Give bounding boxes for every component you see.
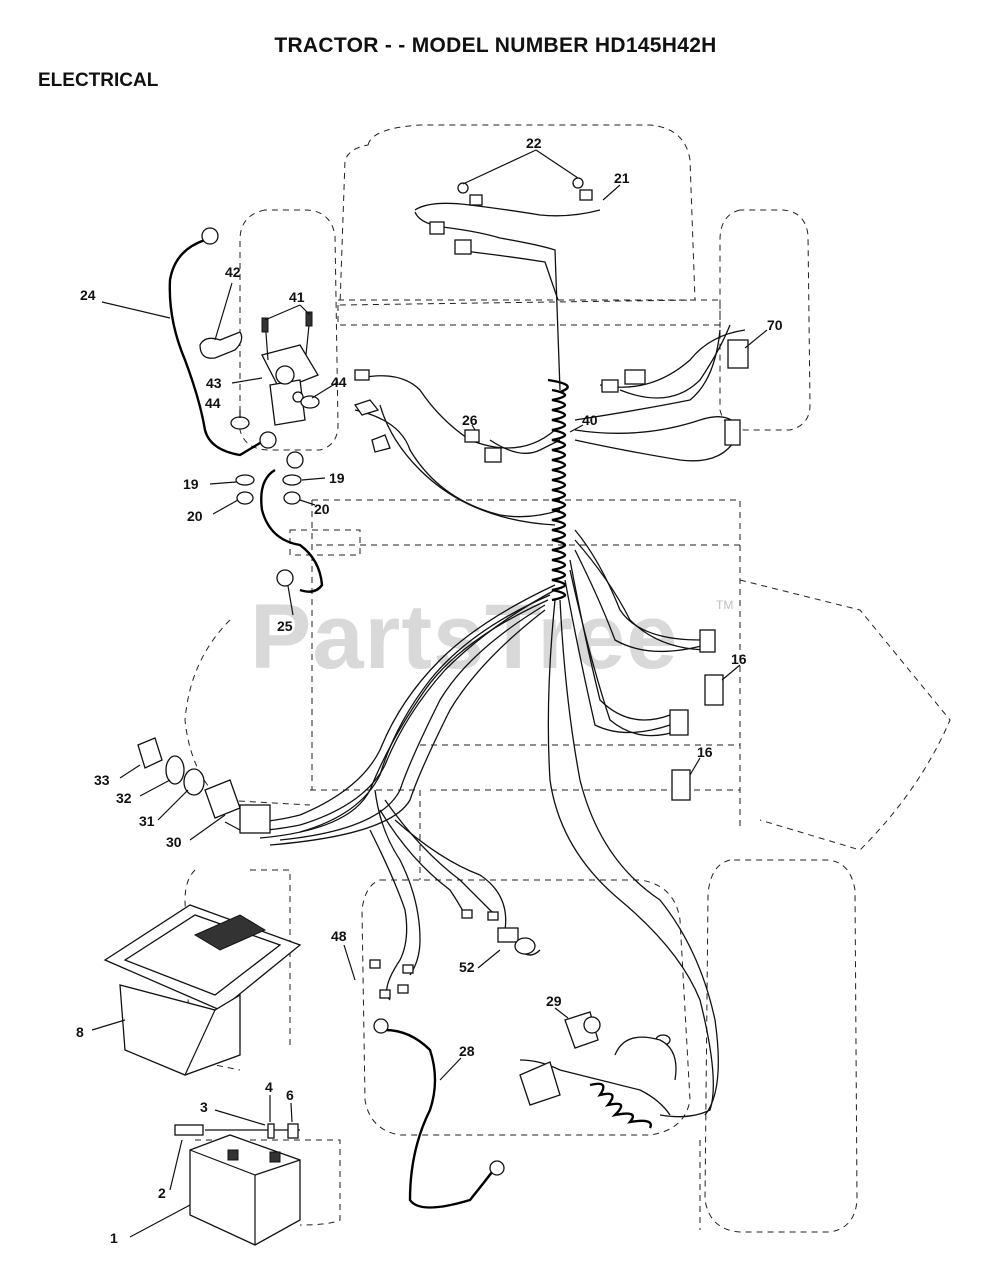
callout-29: 29 xyxy=(546,993,562,1009)
callout-3: 3 xyxy=(200,1099,208,1115)
callout-31: 31 xyxy=(139,813,155,829)
callout-22: 22 xyxy=(526,135,542,151)
callout-33: 33 xyxy=(94,772,110,788)
callout-43: 43 xyxy=(206,375,222,391)
starter-solenoid xyxy=(199,311,320,587)
callout-28: 28 xyxy=(459,1043,475,1059)
callout-2: 2 xyxy=(158,1185,166,1201)
battery-box xyxy=(103,904,302,1076)
wiring-harness xyxy=(239,202,746,1118)
callout-40: 40 xyxy=(582,412,598,428)
callout-4: 4 xyxy=(265,1079,273,1095)
callout-19-left: 19 xyxy=(183,476,199,492)
callout-19-right: 19 xyxy=(329,470,345,486)
callout-24: 24 xyxy=(80,287,96,303)
fuel-solenoid xyxy=(519,1011,677,1129)
page-title: TRACTOR - - MODEL NUMBER HD145H42H xyxy=(274,34,717,57)
battery-cables xyxy=(168,227,505,1209)
callout-52: 52 xyxy=(459,959,475,975)
callout-20-left: 20 xyxy=(187,508,203,524)
watermark: PartsTree xyxy=(250,586,679,688)
callout-8: 8 xyxy=(76,1024,84,1040)
callout-70: 70 xyxy=(767,317,783,333)
watermark-tm: TM xyxy=(716,598,734,612)
battery xyxy=(174,1123,301,1246)
callout-42: 42 xyxy=(225,264,241,280)
callout-1: 1 xyxy=(110,1230,118,1246)
callout-41: 41 xyxy=(289,289,305,305)
ignition-switch xyxy=(137,737,271,834)
callout-32: 32 xyxy=(116,790,132,806)
callout-44-right: 44 xyxy=(331,374,347,390)
callout-48: 48 xyxy=(331,928,347,944)
callout-16-upper: 16 xyxy=(731,651,747,667)
callout-16-lower: 16 xyxy=(697,744,713,760)
callout-6: 6 xyxy=(286,1087,294,1103)
connectors xyxy=(353,177,749,999)
callout-labels: 1 2 3 4 6 8 16 16 19 19 20 20 21 22 24 2… xyxy=(76,135,783,1246)
callout-44-left: 44 xyxy=(205,395,221,411)
callout-21: 21 xyxy=(614,170,630,186)
callout-leaders xyxy=(91,149,768,1238)
callout-20-right: 20 xyxy=(314,501,330,517)
harness-coil-sleeve xyxy=(547,378,569,602)
section-title: ELECTRICAL xyxy=(38,70,159,91)
callout-25: 25 xyxy=(277,618,293,634)
callout-30: 30 xyxy=(166,834,182,850)
callout-26: 26 xyxy=(462,412,478,428)
